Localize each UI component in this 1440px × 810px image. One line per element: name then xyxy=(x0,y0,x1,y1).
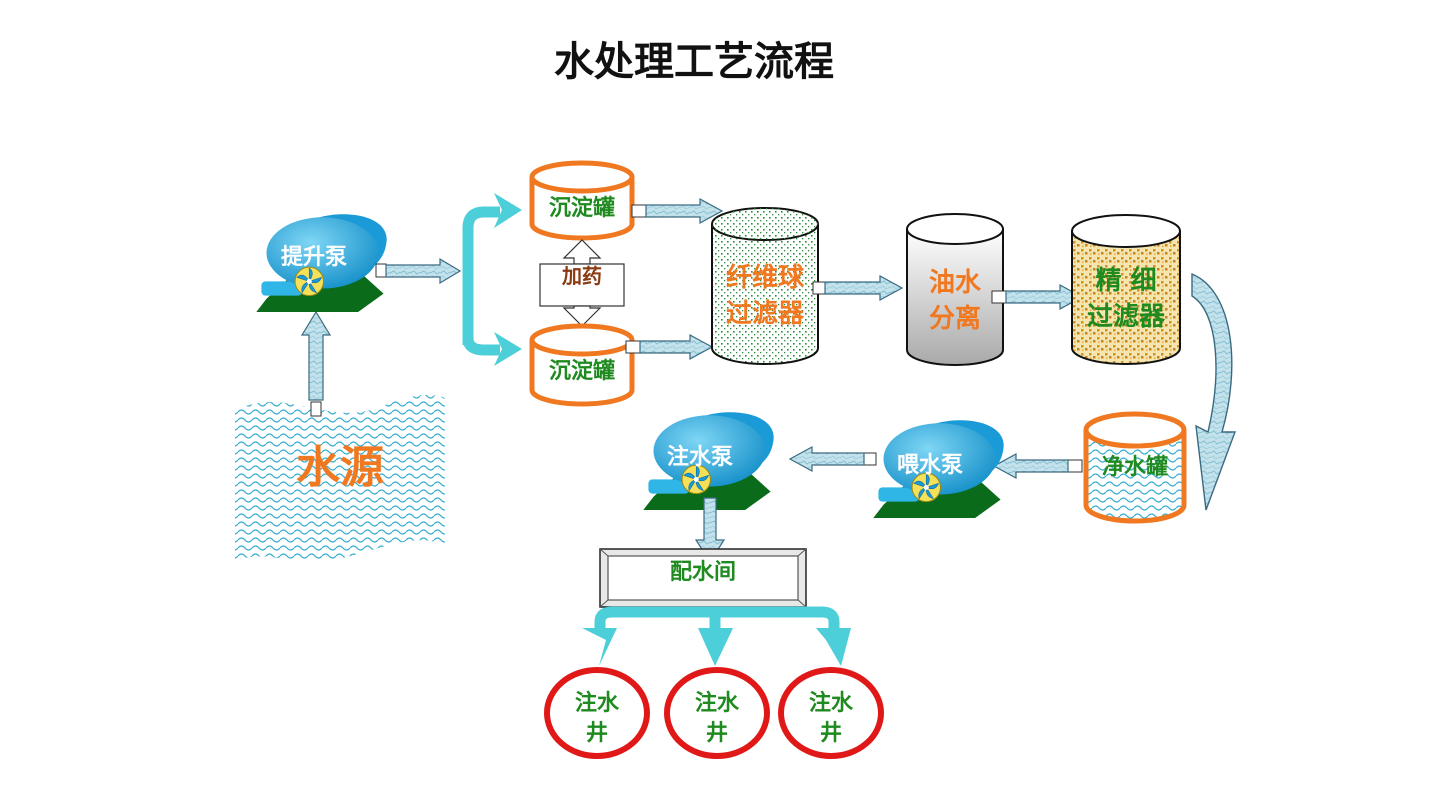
injection-well-1-label-line1: 注水 xyxy=(575,690,620,716)
pipe-feed-pump-to-injection-pump xyxy=(788,445,877,473)
distribution-room: 配水间 xyxy=(599,548,807,608)
fiber-ball-filter-label-line2: 过滤器 xyxy=(726,299,805,329)
injection-well-3-label-line2: 井 xyxy=(820,721,842,746)
pipe-settling-bottom-to-fiber-filter xyxy=(625,333,714,361)
injection-well-2-label-line2: 井 xyxy=(706,721,728,746)
fine-filter: 精 细 过滤器 xyxy=(1071,214,1181,365)
split-arrows xyxy=(462,193,522,366)
fine-filter-label-line1: 精 细 xyxy=(1095,265,1156,296)
fiber-ball-filter: 纤维球 过滤器 xyxy=(711,207,819,365)
oil-water-separator-label-line2: 分离 xyxy=(929,303,981,334)
pipe-lift-pump-to-split xyxy=(375,257,462,285)
settling-tank-bottom: 沉淀罐 xyxy=(529,323,635,407)
injection-pump-label: 注水泵 xyxy=(667,444,733,470)
branch-arrows-to-wells xyxy=(582,606,851,666)
fine-filter-label-line2: 过滤器 xyxy=(1087,302,1166,332)
water-source: 水源 xyxy=(235,394,445,562)
oil-water-separator: 油水 分离 xyxy=(906,213,1004,366)
settling-tank-top: 沉淀罐 xyxy=(529,160,635,241)
injection-well-3-label-line1: 注水 xyxy=(809,690,854,716)
dosing-label: 加药 xyxy=(561,264,602,288)
fiber-ball-filter-label-line1: 纤维球 xyxy=(726,262,805,293)
clean-water-tank: 净水罐 xyxy=(1083,411,1187,524)
dosing-unit: 加药 xyxy=(539,239,625,327)
page-title: 水处理工艺流程 xyxy=(554,39,834,85)
pipe-oil-separator-to-fine-filter xyxy=(991,283,1084,311)
clean-water-tank-label: 净水罐 xyxy=(1102,454,1168,480)
settling-tank-top-label: 沉淀罐 xyxy=(549,195,615,221)
injection-pump: 注水泵 xyxy=(642,411,775,511)
water-source-label: 水源 xyxy=(296,442,384,493)
feed-pump-label: 喂水泵 xyxy=(897,453,963,478)
curved-arrow-fine-filter-to-clean-tank xyxy=(1191,272,1237,511)
distribution-room-label: 配水间 xyxy=(670,560,736,585)
injection-well-1: 注水 井 xyxy=(544,667,650,759)
injection-well-2-label-line1: 注水 xyxy=(695,690,740,716)
lift-pump: 提升泵 xyxy=(255,213,388,313)
pipe-clean-tank-to-feed-pump xyxy=(992,452,1083,480)
settling-tank-bottom-label: 沉淀罐 xyxy=(549,358,615,384)
injection-well-1-label-line2: 井 xyxy=(586,721,608,746)
injection-well-3: 注水 井 xyxy=(778,667,884,759)
injection-well-2: 注水 井 xyxy=(664,667,770,759)
pipe-fiber-filter-to-oil-separator xyxy=(812,274,904,302)
pipe-settling-top-to-fiber-filter xyxy=(631,197,724,225)
feed-pump: 喂水泵 xyxy=(872,419,1005,519)
oil-water-separator-label-line1: 油水 xyxy=(929,268,982,298)
lift-pump-label: 提升泵 xyxy=(281,244,347,270)
pipe-source-to-lift-pump xyxy=(300,310,332,417)
